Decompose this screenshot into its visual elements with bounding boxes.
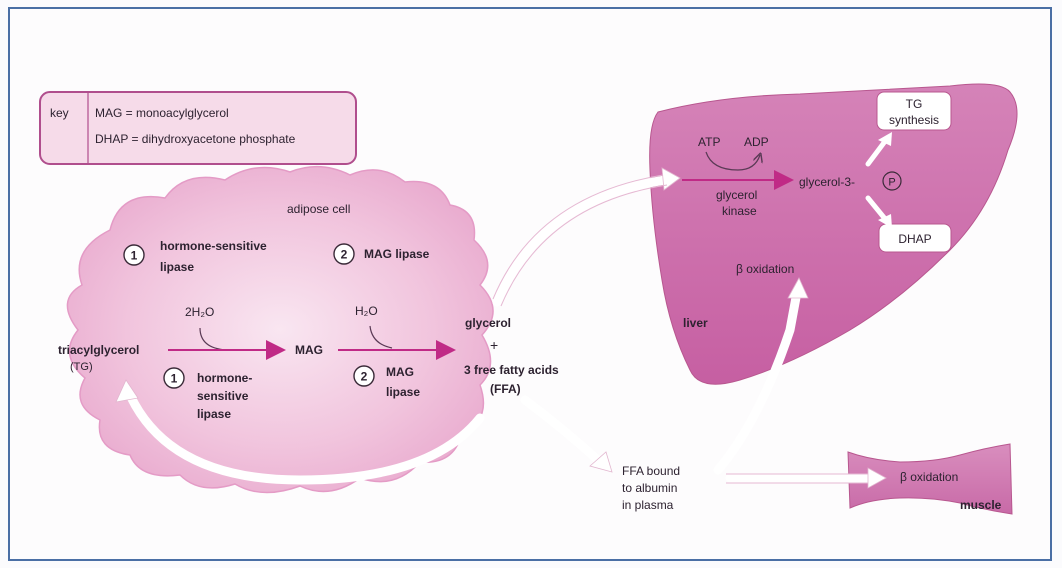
water-input-2: H₂O <box>355 304 378 318</box>
step-2-line1: MAG <box>386 365 414 379</box>
transport-arrow-outlines <box>492 174 868 484</box>
enzyme-2-number: 2 <box>341 248 348 262</box>
muscle-label: muscle <box>960 498 1002 512</box>
tg-synthesis-line2: synthesis <box>889 113 939 127</box>
adp-label: ADP <box>744 135 769 149</box>
key-label: key <box>50 106 69 120</box>
ffa-label-line1: 3 free fatty acids <box>464 363 559 377</box>
glycerol-label: glycerol <box>465 316 511 330</box>
step-1-line1: hormone- <box>197 371 252 385</box>
mag-label: MAG <box>295 343 323 357</box>
step-2-line2: lipase <box>386 385 420 399</box>
triacylglycerol-label: triacylglycerol <box>58 343 139 357</box>
atp-adp-curve <box>705 152 760 171</box>
enzyme-2-legend: 2 MAG lipase <box>333 243 430 265</box>
plasma-line3: in plasma <box>622 498 674 512</box>
phosphate-circle <box>882 171 902 191</box>
dhap-label: DHAP <box>898 232 931 246</box>
dhap-box: DHAP <box>878 223 952 253</box>
key-line-dhap: DHAP = dihydroxyacetone phosphate <box>95 132 296 146</box>
ffa-label-line2: (FFA) <box>490 382 521 396</box>
kinase-line2: kinase <box>722 204 757 218</box>
adipose-cell <box>66 166 494 494</box>
step-1-line3: lipase <box>197 407 231 421</box>
muscle-beta-oxidation: β oxidation <box>900 470 958 484</box>
water-2-curve <box>369 325 393 349</box>
plus-sign: + <box>490 337 498 353</box>
adipose-cell-title: adipose cell <box>287 202 350 216</box>
transport-arrowheads <box>115 167 887 489</box>
key-box: key MAG = monoacylglycerol DHAP = dihydr… <box>39 91 357 165</box>
step-1-line2: sensitive <box>197 389 249 403</box>
enzyme-1-legend: 1 hormone-sensitive lipase <box>123 239 267 274</box>
enzyme-1-number: 1 <box>131 249 138 263</box>
step-1-number: 1 <box>171 372 178 386</box>
plasma-line1: FFA bound <box>622 464 680 478</box>
liver-beta-oxidation: β oxidation <box>736 262 794 276</box>
key-line-mag: MAG = monoacylglycerol <box>95 106 229 120</box>
glycerol-3-phosphate-label: glycerol-3- <box>799 175 855 189</box>
tg-abbrev: (TG) <box>70 361 93 373</box>
enzyme-2-label: MAG lipase <box>364 247 430 261</box>
step-1-label: 1 hormone- sensitive lipase <box>163 367 252 421</box>
g3p-branch-arrowheads <box>878 132 892 228</box>
plasma-line2: to albumin <box>622 481 677 495</box>
liver-shape <box>649 83 1018 385</box>
liver-label: liver <box>683 316 708 330</box>
step-2-label: 2 MAG lipase <box>353 365 420 399</box>
transport-arrows <box>125 175 875 485</box>
g3p-branch-arrows <box>865 137 889 223</box>
tg-synthesis-line1: TG <box>906 97 923 111</box>
phosphate-label: P <box>888 177 895 189</box>
step-2-number: 2 <box>361 370 368 384</box>
water-input-1: 2H₂O <box>185 305 214 319</box>
tg-synthesis-box: TG synthesis <box>876 91 952 131</box>
kinase-line1: glycerol <box>716 188 757 202</box>
atp-label: ATP <box>698 135 720 149</box>
enzyme-1-label-line2: lipase <box>160 260 194 274</box>
enzyme-1-label-line1: hormone-sensitive <box>160 239 267 253</box>
muscle-shape <box>847 443 1013 515</box>
